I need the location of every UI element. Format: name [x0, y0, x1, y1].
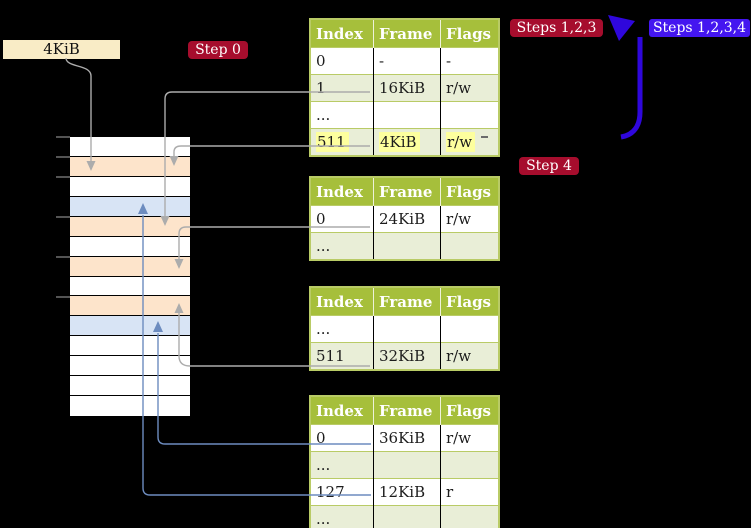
frame-header: Frame: [373, 19, 441, 48]
page-table-level4: Index Frame Flags 0 - - 1 16KiB r/w ... …: [309, 18, 500, 157]
flags-cell: r/w: [440, 74, 499, 102]
table-row: 1 16KiB r/w: [310, 74, 499, 102]
index-header: Index: [310, 19, 374, 48]
table-row: ...: [310, 101, 499, 129]
frame-cell: 24KiB: [373, 205, 441, 233]
page-table-level2: Index Frame Flags ... 511 32KiB r/w: [309, 286, 500, 371]
memory-frame: [70, 156, 190, 177]
table-row: ...: [310, 451, 499, 479]
index-cell: ...: [310, 451, 374, 479]
frame-header: Frame: [373, 287, 441, 316]
memory-frame: [70, 316, 190, 337]
index-cell: 127: [310, 478, 374, 506]
memory-frame: [70, 336, 190, 357]
flags-header: Flags: [440, 287, 499, 316]
table-row-highlighted: 511 4KiB r/w: [310, 128, 499, 156]
index-cell: ...: [310, 505, 374, 528]
flags-cell: -: [440, 47, 499, 75]
page-table-level3: Index Frame Flags 0 24KiB r/w ...: [309, 176, 500, 261]
index-cell: ...: [310, 315, 374, 343]
table-row: 0 - -: [310, 47, 499, 75]
frame-cell: [373, 315, 441, 343]
flags-header: Flags: [440, 396, 499, 425]
flags-cell: r/w: [440, 128, 499, 156]
steps-1234-badge: Steps 1,2,3,4: [649, 19, 750, 37]
table-row: ...: [310, 315, 499, 343]
table-row: 511 32KiB r/w: [310, 342, 499, 370]
memory-frame: [70, 296, 190, 317]
frame-cell: 12KiB: [373, 478, 441, 506]
flags-cell: r/w: [440, 342, 499, 370]
flags-cell: [440, 232, 499, 260]
frame-cell: 32KiB: [373, 342, 441, 370]
flags-header: Flags: [440, 177, 499, 206]
frame-size-label: 4KiB: [3, 40, 120, 59]
step0-badge: Step 0: [188, 41, 248, 59]
steps-123-badge: Steps 1,2,3: [510, 19, 603, 37]
memory-frame: [70, 396, 190, 416]
memory-frame: [70, 236, 190, 257]
flags-cell: r/w: [440, 424, 499, 452]
step4-badge: Step 4: [519, 157, 579, 175]
table-header-row: Index Frame Flags: [310, 19, 499, 48]
table-row: 127 12KiB r: [310, 478, 499, 506]
flags-header: Flags: [440, 19, 499, 48]
frame-cell: 36KiB: [373, 424, 441, 452]
index-cell: ...: [310, 232, 374, 260]
memory-frame: [70, 376, 190, 397]
memory-frame: [70, 196, 190, 217]
big-blue-loop-arrow: [608, 15, 643, 140]
memory-frame: [70, 137, 190, 157]
index-header: Index: [310, 396, 374, 425]
index-header: Index: [310, 287, 374, 316]
flags-cell: [440, 451, 499, 479]
index-cell: 0: [310, 47, 374, 75]
frame-cell: [373, 505, 441, 528]
flags-cell: [440, 505, 499, 528]
table-row: ...: [310, 232, 499, 260]
memory-frame: [70, 256, 190, 277]
table-header-row: Index Frame Flags: [310, 177, 499, 206]
memory-frame: [70, 216, 190, 237]
frame-header: Frame: [373, 177, 441, 206]
memory-frame: [70, 356, 190, 377]
frame-cell: -: [373, 47, 441, 75]
index-cell: 0: [310, 424, 374, 452]
frame-cell: [373, 101, 441, 129]
frame-header: Frame: [373, 396, 441, 425]
flags-cell: r/w: [440, 205, 499, 233]
memory-frame: [70, 276, 190, 297]
index-cell: 1: [310, 74, 374, 102]
table-row: 0 24KiB r/w: [310, 205, 499, 233]
table-header-row: Index Frame Flags: [310, 287, 499, 316]
index-cell: 511: [310, 128, 374, 156]
frame-cell: [373, 451, 441, 479]
index-header: Index: [310, 177, 374, 206]
frame-cell: 4KiB: [373, 128, 441, 156]
memory-frame: [70, 176, 190, 197]
table-row: 0 36KiB r/w: [310, 424, 499, 452]
index-cell: ...: [310, 101, 374, 129]
table-row: ...: [310, 505, 499, 528]
frame-cell: [373, 232, 441, 260]
physical-memory-column: [69, 136, 191, 417]
flags-cell: r: [440, 478, 499, 506]
table-header-row: Index Frame Flags: [310, 396, 499, 425]
index-cell: 0: [310, 205, 374, 233]
flags-cell: [440, 315, 499, 343]
frame-cell: 16KiB: [373, 74, 441, 102]
index-cell: 511: [310, 342, 374, 370]
flags-cell: [440, 101, 499, 129]
page-table-level1: Index Frame Flags 0 36KiB r/w ... 127 12…: [309, 395, 500, 528]
address-tick-marks: [56, 136, 70, 298]
